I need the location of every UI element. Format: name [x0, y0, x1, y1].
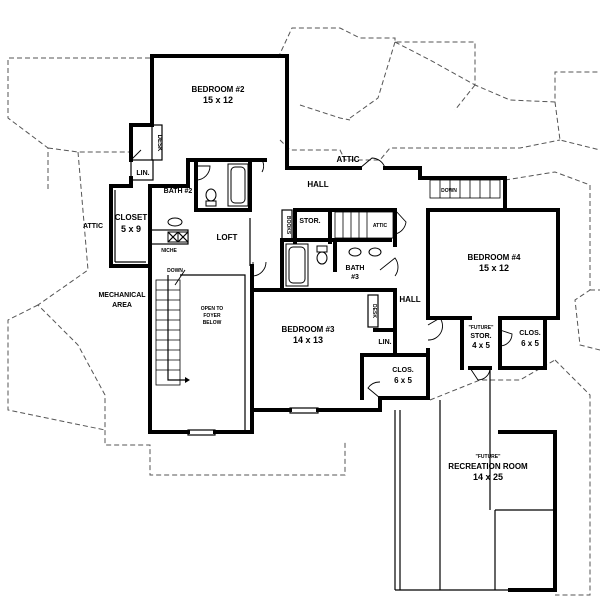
bedroom4-size: 15 x 12 — [479, 263, 509, 273]
bedroom3-size: 14 x 13 — [293, 335, 323, 345]
lin-upper-label: LIN. — [136, 170, 149, 177]
closet-size: 5 x 9 — [121, 224, 141, 234]
future-stor-size: 4 x 5 — [472, 341, 490, 350]
toilet-icon-2 — [316, 251, 328, 265]
sink-icon — [167, 217, 183, 227]
detail-lines — [114, 124, 555, 591]
bedroom2-name: BEDROOM #2 — [192, 85, 245, 94]
bath3-label-line1: BATH — [346, 265, 365, 272]
clos-center-size: 6 x 5 — [394, 376, 412, 385]
clos-center-name: CLOS. — [392, 367, 413, 374]
walls — [109, 54, 560, 592]
bath3-label-line2: #3 — [351, 274, 359, 281]
sink-icon-3 — [368, 247, 382, 257]
sink-icon-2 — [348, 247, 362, 257]
rec-room-name: RECREATION ROOM — [448, 462, 528, 471]
room-labels: BEDROOM #2 15 x 12 DESK LIN. BATH #2 ATT… — [83, 85, 541, 482]
desk-upper-label: DESK — [156, 135, 162, 152]
fixtures — [167, 163, 382, 287]
hall-right-label: HALL — [399, 295, 420, 304]
roof-outline — [7, 27, 600, 596]
toilet-icon — [205, 188, 217, 202]
loft-label: LOFT — [217, 233, 238, 242]
bedroom4-name: BEDROOM #4 — [468, 253, 521, 262]
future-stor-name: STOR. — [470, 333, 491, 340]
doors — [130, 149, 513, 399]
lin-lower-label: LIN. — [378, 339, 391, 346]
attic-top-label: ATTIC — [337, 155, 360, 164]
clos-right-size: 6 x 5 — [521, 339, 539, 348]
open-foyer-line2: FOYER — [203, 313, 221, 319]
books-label: BOOKS — [285, 216, 291, 235]
attic-left-label: ATTIC — [83, 223, 103, 230]
rec-room-tag: "FUTURE" — [475, 454, 501, 460]
attic-small-label: ATTIC — [373, 223, 388, 229]
hall-top-label: HALL — [307, 180, 328, 189]
future-stor-tag: "FUTURE" — [468, 325, 494, 331]
bedroom2-size: 15 x 12 — [203, 95, 233, 105]
closet-name: CLOSET — [115, 213, 148, 222]
clos-right-name: CLOS. — [519, 330, 540, 337]
stair-treads-upper — [342, 212, 368, 238]
bath2-label: BATH #2 — [164, 188, 193, 195]
down-left-label: DOWN — [167, 268, 183, 274]
desk-lower-label: DESK — [371, 304, 377, 318]
down-right-label: DOWN — [441, 188, 457, 194]
stair-treads-right — [439, 180, 491, 198]
rec-room-size: 14 x 25 — [473, 472, 503, 482]
mechanical-label-line1: MECHANICAL — [98, 292, 146, 299]
bedroom3-name: BEDROOM #3 — [282, 325, 335, 334]
open-foyer-line3: BELOW — [203, 320, 222, 326]
open-foyer-line1: OPEN TO — [201, 306, 224, 312]
niche-label: NICHE — [161, 248, 177, 254]
stor-label: STOR. — [299, 218, 320, 225]
mechanical-label-line2: AREA — [112, 302, 132, 309]
